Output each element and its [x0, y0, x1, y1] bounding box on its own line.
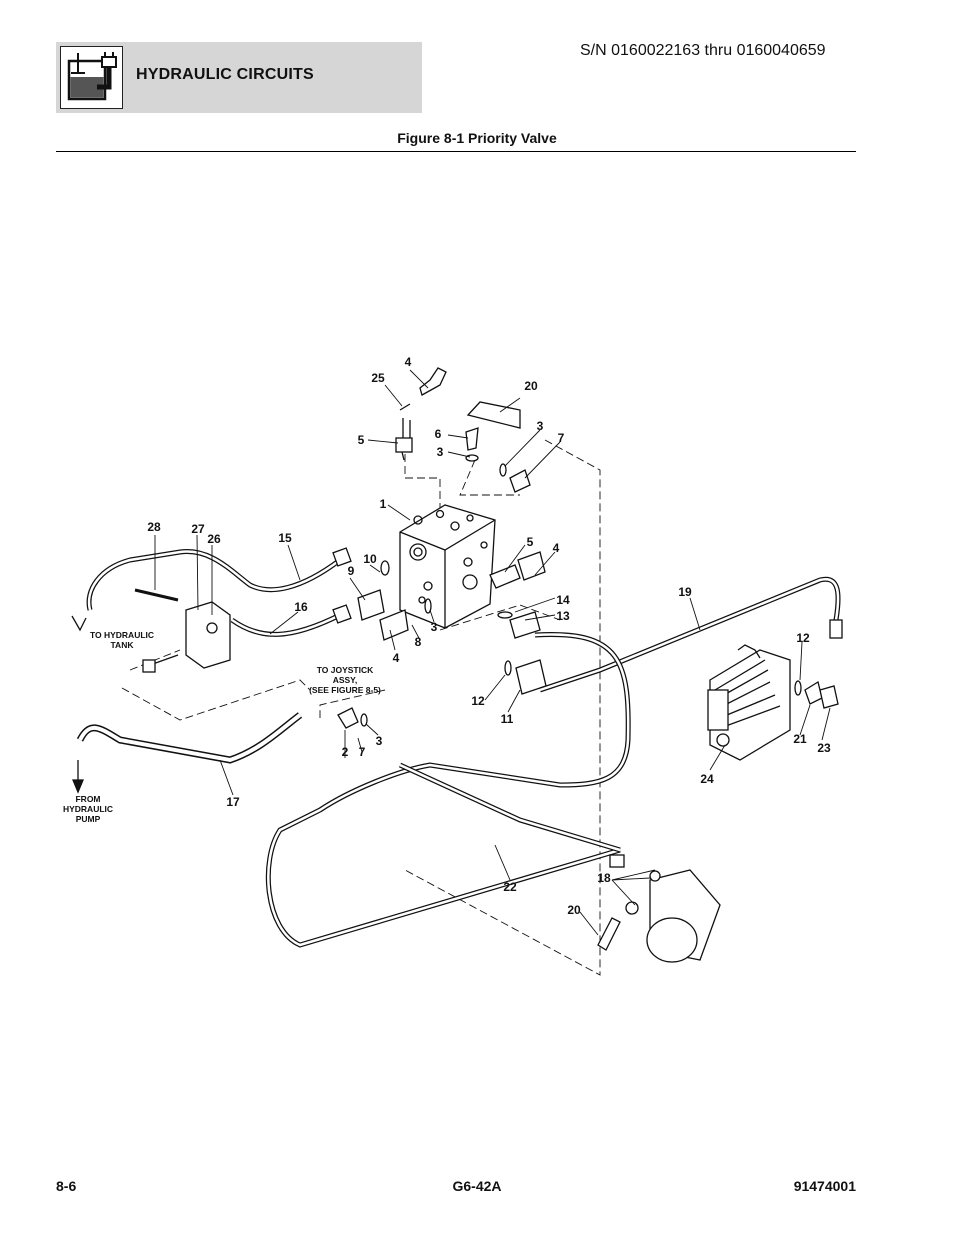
callout: 21	[793, 732, 807, 746]
figure-caption: Figure 8-1 Priority Valve	[397, 130, 557, 146]
page-number: 8-6	[56, 1178, 77, 1194]
callout: 7	[359, 745, 366, 759]
callout: 27	[191, 522, 205, 536]
callout: 6	[435, 427, 442, 441]
callout: 4	[405, 355, 412, 369]
callout: 15	[278, 531, 292, 545]
note-pump-line1: FROM	[75, 794, 100, 804]
callout: 25	[371, 371, 385, 385]
callout: 13	[556, 609, 570, 623]
callout: 9	[348, 564, 355, 578]
callout: 19	[678, 585, 692, 599]
note-to-tank-line1: TO HYDRAULIC	[90, 630, 154, 640]
callout: 1	[380, 497, 387, 511]
callout: 20	[524, 379, 538, 393]
note-pump-line2: HYDRAULIC	[63, 804, 113, 814]
section-header: HYDRAULIC CIRCUITS	[56, 42, 422, 113]
callout: 24	[700, 772, 714, 786]
header-divider	[56, 151, 856, 152]
callout: 3	[437, 445, 444, 459]
callout: 26	[207, 532, 221, 546]
callout: 18	[597, 871, 611, 885]
callout: 20	[567, 903, 581, 917]
callout: 3	[431, 620, 438, 634]
note-pump-line3: PUMP	[76, 814, 101, 824]
callout: 8	[415, 635, 422, 649]
callout: 5	[358, 433, 365, 447]
serial-number-range: S/N 0160022163 thru 0160040659	[580, 42, 826, 59]
note-joystick-line3: (SEE FIGURE 8-5)	[309, 685, 381, 695]
callout: 22	[503, 880, 517, 894]
note-joystick-line1: TO JOYSTICK	[317, 665, 374, 675]
callout: 3	[376, 734, 383, 748]
priority-valve-block	[399, 504, 496, 629]
callout: 5	[527, 535, 534, 549]
callout: 2	[342, 745, 349, 759]
callout: 14	[556, 593, 570, 607]
callout: 7	[558, 431, 565, 445]
callout: 16	[294, 600, 308, 614]
document-part-number: 91474001	[793, 1178, 856, 1194]
callout: 4	[393, 651, 400, 665]
note-to-tank-line2: TANK	[111, 640, 135, 650]
callout: 10	[363, 552, 377, 566]
control-valve-assembly	[707, 644, 791, 761]
callout: 28	[147, 520, 161, 534]
hydraulic-tank-icon	[60, 46, 123, 109]
callout: 4	[553, 541, 560, 555]
model-number: G6-42A	[452, 1178, 502, 1194]
callout: 11	[501, 712, 514, 726]
callout: 23	[817, 741, 831, 755]
note-joystick-line2: ASSY,	[333, 675, 358, 685]
section-title: HYDRAULIC CIRCUITS	[136, 66, 314, 83]
callout: 12	[471, 694, 485, 708]
callout: 12	[796, 631, 810, 645]
callout: 3	[537, 419, 544, 433]
callout: 17	[226, 795, 240, 809]
